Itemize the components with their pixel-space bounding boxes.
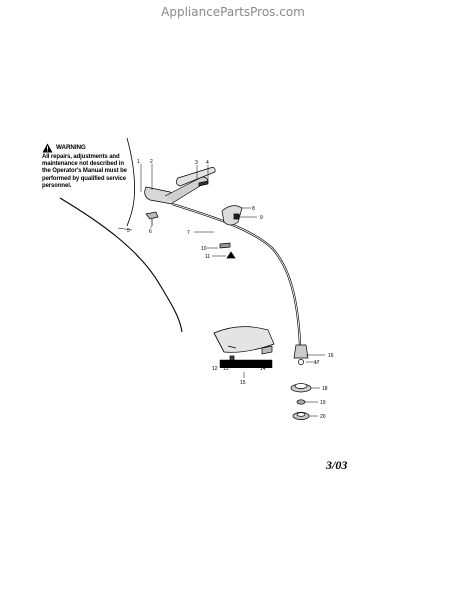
callout-14: 14 [260,366,266,372]
drive-shaft [171,202,302,346]
shaft-hanger [221,205,243,226]
callout-1: 1 [137,159,140,165]
handle-screw [198,180,209,187]
callout-4: 4 [206,160,209,166]
callout-19: 19 [320,400,326,406]
guard-clip [261,345,273,355]
gearbox-head [293,344,309,359]
callout-20: 20 [320,414,326,420]
callout-12: 12 [212,366,218,372]
throttle-cable [126,137,135,227]
warning-box: WARNING All repairs, adjustments and mai… [42,143,127,190]
callout-8: 8 [252,206,255,212]
site-header: AppliancePartsPros.com [161,5,305,19]
callout-15: 15 [240,380,246,386]
head-washer [298,359,304,365]
front-handle [176,167,216,187]
callout-17: 17 [314,360,320,366]
warning-title-row: WARNING [42,143,127,153]
shaft-screw [219,242,231,249]
callout-13: 13 [223,366,229,372]
warning-title: WARNING [56,144,86,152]
callout-11: 11 [205,254,210,260]
warning-triangle-icon [42,143,53,153]
callout-2: 2 [150,159,153,165]
revision-date: 3/03 [326,458,348,472]
shaft-nut [226,251,236,259]
callout-7: 7 [187,230,190,236]
warning-text: All repairs, adjustments and maintenance… [42,154,127,189]
callout-9: 9 [260,215,263,221]
trigger-part [145,211,159,220]
callout-3: 3 [195,160,198,166]
callout-16: 16 [328,353,334,359]
callout-5: 5 [127,228,130,234]
spool-nut [296,399,306,405]
drive-cable [59,197,183,333]
callout-6: 6 [149,229,152,235]
callout-10: 10 [201,246,207,252]
callout-18: 18 [322,386,328,392]
hanger-bolt [233,213,240,220]
